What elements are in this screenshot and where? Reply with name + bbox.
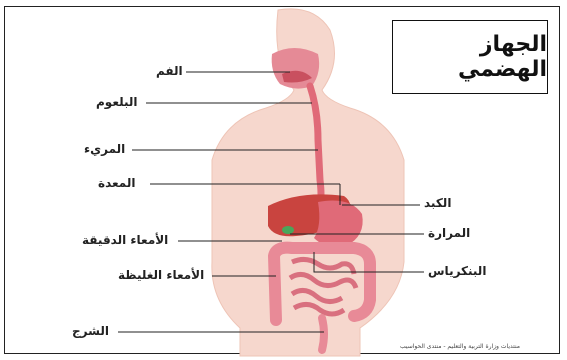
diagram-title-box: الجهاز الهضمي — [392, 20, 548, 94]
rectum — [322, 318, 324, 350]
label-liver: الكبد — [424, 196, 451, 210]
label-mouth: الفم — [156, 64, 183, 78]
label-gallbladder: المرارة — [428, 226, 470, 240]
credit-text: منتديات وزارة التربية والتعليم - منتدى ا… — [400, 343, 520, 350]
label-esophagus: المريء — [84, 142, 125, 156]
label-pharynx: البلعوم — [96, 95, 138, 109]
diagram-title: الجهاز الهضمي — [393, 32, 547, 82]
label-anus: الشرج — [72, 324, 109, 338]
label-small-intestine: الأمعاء الدقيقة — [82, 233, 168, 247]
label-stomach: المعدة — [98, 176, 135, 190]
label-pancreas: البنكرياس — [428, 264, 486, 278]
gallbladder — [282, 226, 294, 234]
label-large-intestine: الأمعاء الغليظة — [118, 268, 204, 282]
oral-cavity — [272, 48, 319, 89]
